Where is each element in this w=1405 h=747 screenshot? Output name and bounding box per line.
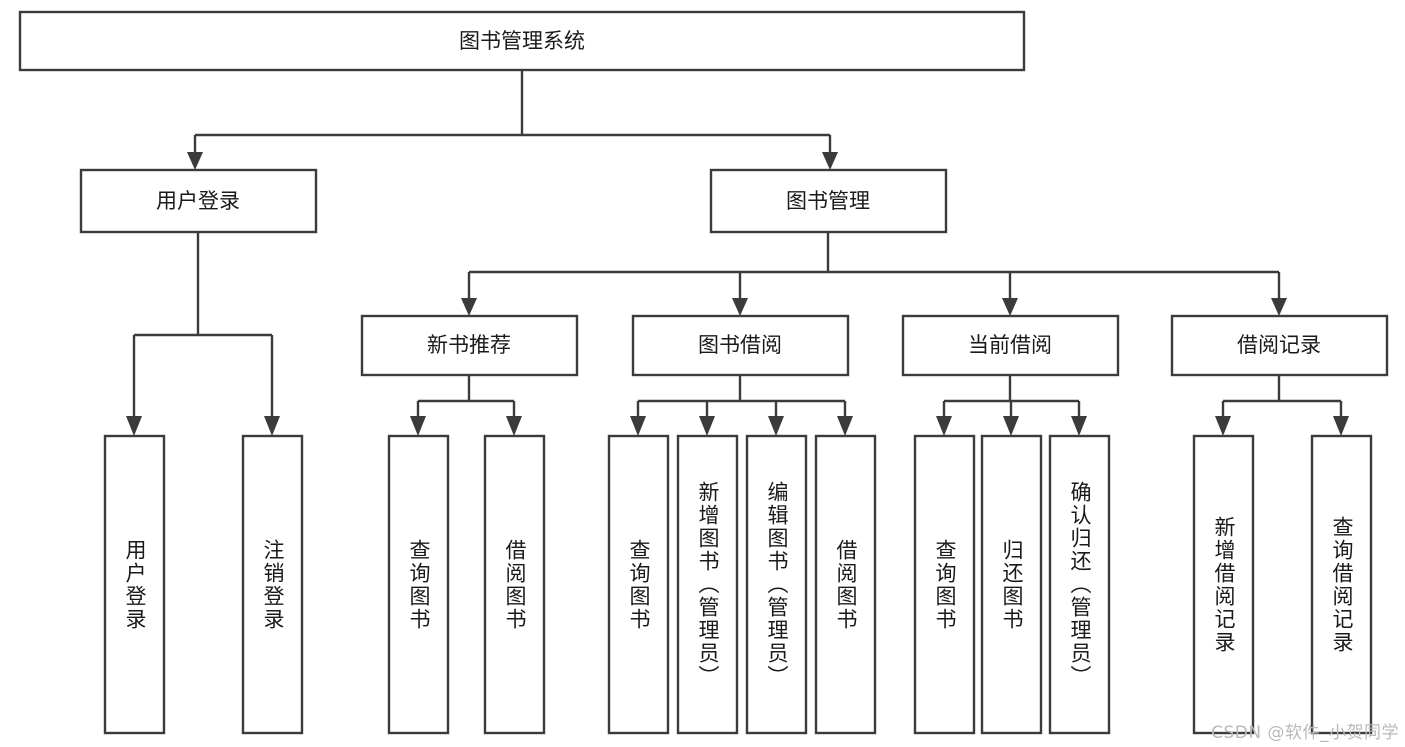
node-user-login-label: 用户登录 (156, 189, 240, 213)
node-borrow-record-label: 借阅记录 (1237, 333, 1321, 357)
arrow-head-icon (410, 416, 426, 436)
node-leaf-edit-book-box[interactable] (745, 434, 808, 735)
node-book-manage-label: 图书管理 (786, 189, 870, 213)
node-leaf-user-logout-box[interactable] (241, 434, 304, 735)
arrow-head-icon (187, 152, 203, 170)
node-book-manage-box[interactable] (709, 168, 948, 234)
arrow-head-icon (699, 416, 715, 436)
arrow-head-icon (837, 416, 853, 436)
node-leaf-return-book-box[interactable] (980, 434, 1043, 735)
arrow-head-icon (732, 298, 748, 316)
node-book-borrow-label: 图书借阅 (698, 333, 782, 357)
leaf-boxes (103, 434, 1373, 735)
node-leaf-query-book-2-box[interactable] (607, 434, 670, 735)
arrow-head-icon (1071, 416, 1087, 436)
connector-borrowrecord-to-leaves (1215, 375, 1349, 436)
node-borrow-record[interactable]: 借阅记录 (1170, 314, 1389, 377)
node-leaf-borrow-book-1-box[interactable] (483, 434, 546, 735)
node-root-box[interactable] (18, 10, 1026, 72)
node-leaf-query-book-3-box[interactable] (913, 434, 976, 735)
arrow-head-icon (126, 416, 142, 436)
arrow-head-icon (936, 416, 952, 436)
node-root[interactable]: 图书管理系统 (18, 10, 1026, 72)
node-leaf-borrow-book-2-box[interactable] (814, 434, 877, 735)
node-user-login-box[interactable] (79, 168, 318, 234)
arrow-head-icon (630, 416, 646, 436)
arrow-head-icon (1333, 416, 1349, 436)
node-current-borrow-box[interactable] (901, 314, 1120, 377)
node-new-book-rec[interactable]: 新书推荐 (360, 314, 579, 377)
arrow-head-icon (768, 416, 784, 436)
node-leaf-user-login-box[interactable] (103, 434, 166, 735)
node-root-label: 图书管理系统 (459, 29, 585, 53)
node-leaf-add-book-box[interactable] (676, 434, 739, 735)
node-book-borrow-box[interactable] (631, 314, 850, 377)
connector-bookborrow-to-leaves (630, 375, 853, 436)
arrow-head-icon (506, 416, 522, 436)
node-leaf-query-record-box[interactable] (1310, 434, 1373, 735)
node-borrow-record-box[interactable] (1170, 314, 1389, 377)
node-user-login[interactable]: 用户登录 (79, 168, 318, 234)
connector-newbook-to-leaves (410, 375, 522, 436)
connector-currentborrow-to-leaves (936, 375, 1087, 436)
arrow-head-icon (822, 152, 838, 170)
arrow-head-icon (1002, 298, 1018, 316)
node-book-borrow[interactable]: 图书借阅 (631, 314, 850, 377)
node-leaf-add-record-box[interactable] (1192, 434, 1255, 735)
csdn-watermark: CSDN @软件_小贺同学 (1211, 723, 1399, 743)
arrow-head-icon (1215, 416, 1231, 436)
connector-bookmanage-to-level3 (461, 232, 1287, 316)
arrow-head-icon (1003, 416, 1019, 436)
arrow-head-icon (264, 416, 280, 436)
node-leaf-confirm-return-box[interactable] (1048, 434, 1111, 735)
connector-root-to-level2 (187, 70, 838, 170)
node-new-book-rec-label: 新书推荐 (427, 333, 511, 357)
node-book-manage[interactable]: 图书管理 (709, 168, 948, 234)
node-new-book-rec-box[interactable] (360, 314, 579, 377)
connector-userlogin-to-leaves (126, 232, 280, 436)
node-current-borrow[interactable]: 当前借阅 (901, 314, 1120, 377)
arrow-head-icon (1271, 298, 1287, 316)
arrow-head-icon (461, 298, 477, 316)
node-leaf-query-book-1-box[interactable] (387, 434, 450, 735)
node-current-borrow-label: 当前借阅 (968, 333, 1052, 357)
